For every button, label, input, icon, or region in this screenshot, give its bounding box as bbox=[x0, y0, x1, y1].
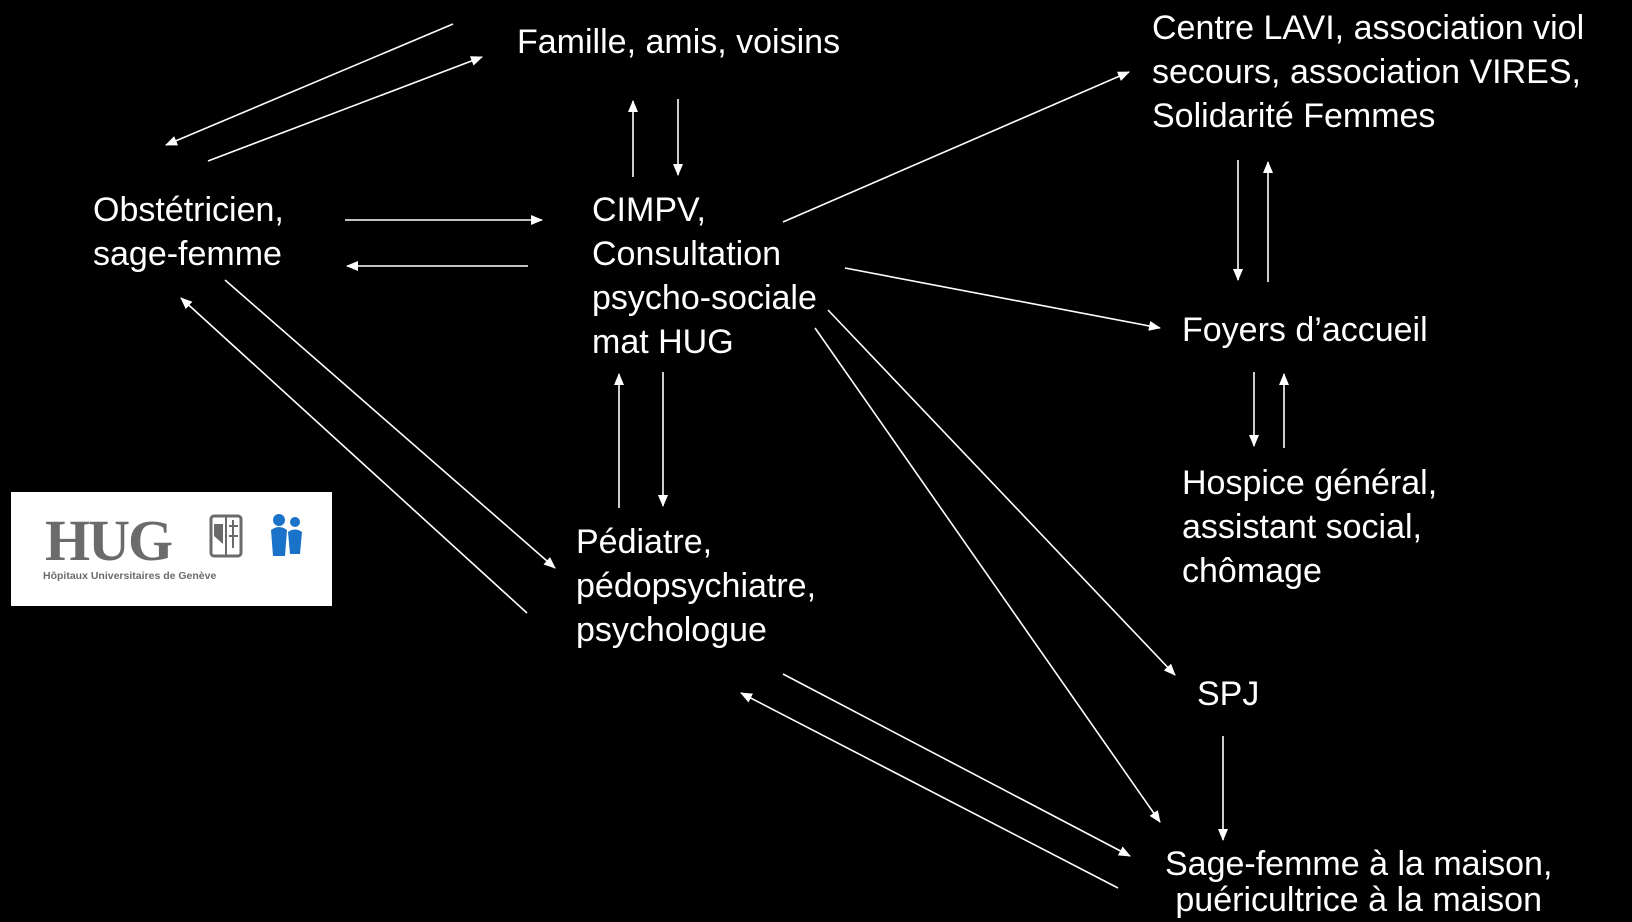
node-cimpv-line-3: psycho-sociale bbox=[592, 279, 817, 317]
node-foyers-line-1: Foyers d’accueil bbox=[1182, 311, 1428, 349]
hug-logo-caption: Hôpitaux Universitaires de Genève bbox=[43, 570, 216, 582]
node-pediatre-line-2: pédopsychiatre, bbox=[576, 567, 817, 605]
node-pediatre-line-1: Pédiatre, bbox=[576, 523, 713, 561]
node-hospice-line-3: chômage bbox=[1182, 552, 1322, 590]
arrow-cimpv-to-foyers bbox=[844, 267, 1161, 331]
arrow-famille-to-obstetricien bbox=[165, 23, 454, 146]
node-lavi-line-3: Solidarité Femmes bbox=[1152, 97, 1436, 135]
node-obstetricien-line-1: Obstétricien, bbox=[93, 191, 284, 229]
node-lavi-line-1: Centre LAVI, association viol bbox=[1152, 9, 1585, 47]
node-cimpv-line-2: Consultation bbox=[592, 235, 782, 273]
node-cimpv-line-1: CIMPV, bbox=[592, 191, 707, 229]
arrow-cimpv-to-lavi bbox=[782, 71, 1130, 223]
node-famille-line-1: Famille, amis, voisins bbox=[517, 23, 841, 61]
arrow-pediatre-to-obstetricien bbox=[180, 297, 528, 614]
node-pediatre-line-3: psychologue bbox=[576, 611, 767, 649]
arrow-obstetricien-to-famille bbox=[207, 56, 483, 162]
people-icon bbox=[271, 514, 302, 556]
node-sagefemme: Sage-femme à la maison, puéricultrice à … bbox=[1165, 846, 1552, 918]
node-famille: Famille, amis, voisins bbox=[517, 20, 840, 64]
node-sagefemme-line-1: Sage-femme à la maison, bbox=[1165, 845, 1553, 883]
geneva-crest-icon bbox=[209, 514, 243, 558]
node-hospice: Hospice général, assistant social, chôma… bbox=[1182, 461, 1437, 593]
hug-logo: HUG Hôpitaux Universitaires de Genève bbox=[11, 492, 332, 606]
arrow-pediatre-to-sagefemme bbox=[782, 673, 1131, 857]
node-lavi-line-2: secours, association VIRES, bbox=[1152, 53, 1581, 91]
hug-logo-wordmark: HUG bbox=[45, 508, 172, 573]
node-hospice-line-2: assistant social, bbox=[1182, 508, 1422, 546]
node-cimpv-line-4: mat HUG bbox=[592, 323, 734, 361]
node-foyers: Foyers d’accueil bbox=[1182, 308, 1428, 352]
arrow-cimpv-to-spj bbox=[827, 309, 1176, 676]
arrow-sagefemme-to-pediatre bbox=[740, 692, 1119, 889]
node-obstetricien: Obstétricien, sage-femme bbox=[93, 188, 284, 276]
node-obstetricien-line-2: sage-femme bbox=[93, 235, 282, 273]
node-hospice-line-1: Hospice général, bbox=[1182, 464, 1438, 502]
node-cimpv: CIMPV, Consultation psycho-sociale mat H… bbox=[592, 188, 817, 364]
node-sagefemme-line-2: puéricultrice à la maison bbox=[1175, 881, 1543, 919]
arrow-obstetricien-to-pediatre bbox=[224, 279, 556, 569]
node-spj-line-1: SPJ bbox=[1197, 675, 1260, 713]
node-pediatre: Pédiatre, pédopsychiatre, psychologue bbox=[576, 520, 816, 652]
arrow-cimpv-to-sagefemme bbox=[814, 327, 1161, 823]
node-lavi: Centre LAVI, association viol secours, a… bbox=[1152, 6, 1584, 138]
node-spj: SPJ bbox=[1197, 672, 1259, 716]
